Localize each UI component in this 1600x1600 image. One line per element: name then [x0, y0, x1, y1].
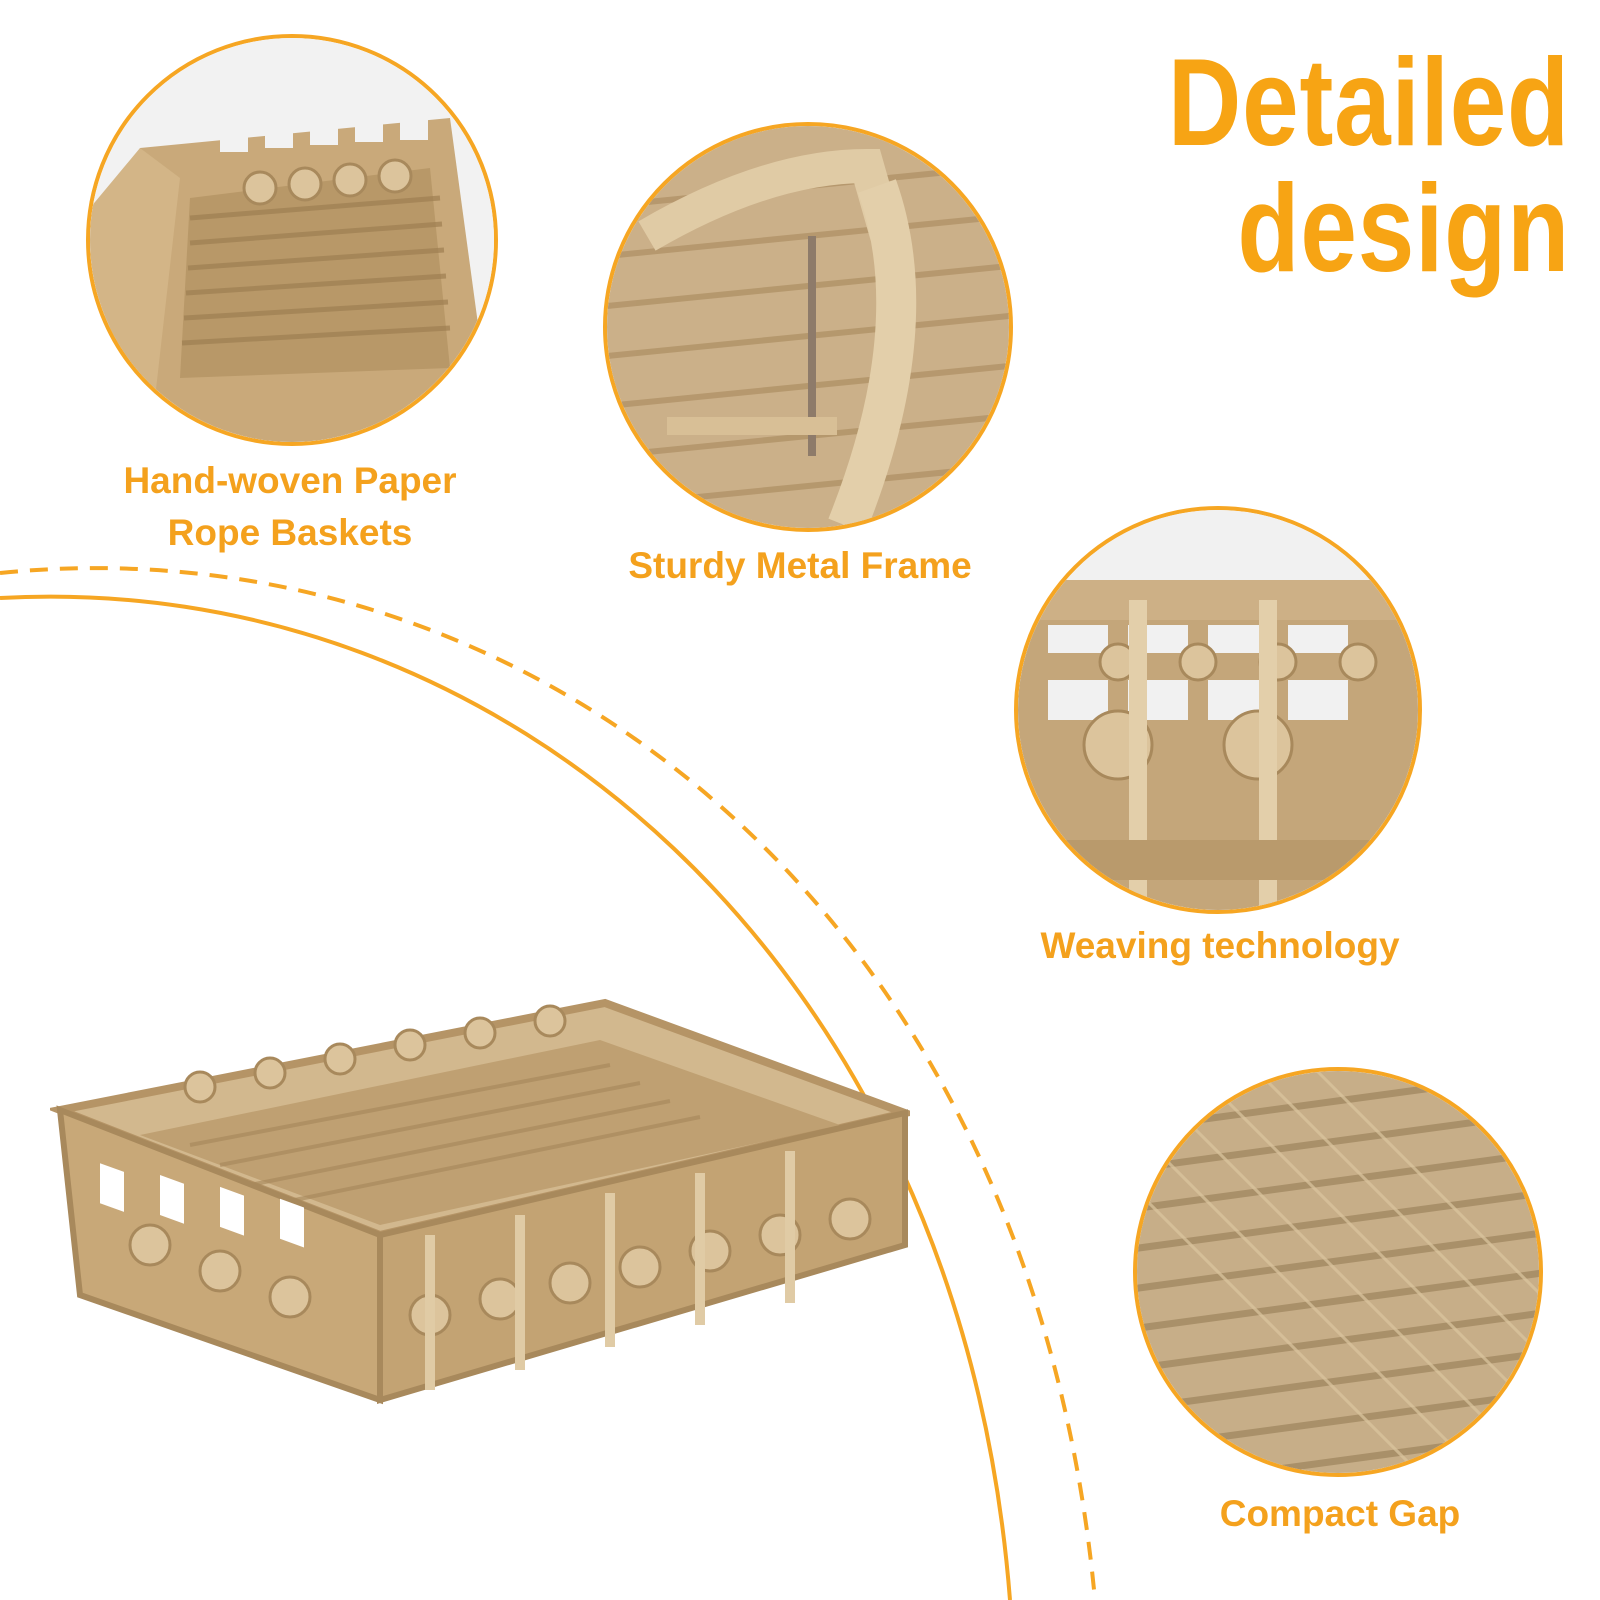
detail-circle-compact-gap [1133, 1067, 1543, 1477]
compact-gap-illustration [1137, 1071, 1539, 1473]
detail-circle-metal-frame [603, 122, 1013, 532]
headline-line-2: design [1237, 160, 1570, 298]
metal-frame-illustration [607, 126, 1009, 528]
headline-line-1: Detailed [1167, 34, 1570, 172]
caption-metal-frame-line-1: Sturdy Metal Frame [628, 545, 972, 586]
weaving-illustration [1018, 510, 1418, 910]
caption-handwoven-line-1: Hand-woven Paper [123, 460, 457, 501]
headline: Detailed design [1144, 40, 1570, 292]
caption-handwoven-line-2: Rope Baskets [167, 512, 413, 553]
caption-weaving-line-1: Weaving technology [1040, 925, 1400, 966]
caption-compact-gap: Compact Gap [1140, 1488, 1540, 1540]
detail-circle-handwoven [86, 34, 498, 446]
caption-handwoven: Hand-woven Paper Rope Baskets [40, 455, 540, 559]
caption-compact-gap-line-1: Compact Gap [1219, 1493, 1461, 1534]
detail-circle-weaving [1014, 506, 1422, 914]
basket-product-illustration [50, 998, 910, 1405]
basket-corner-illustration [90, 38, 494, 442]
caption-metal-frame: Sturdy Metal Frame [560, 540, 1040, 592]
solid-arc-line [0, 594, 1012, 1600]
caption-weaving: Weaving technology [990, 920, 1450, 972]
